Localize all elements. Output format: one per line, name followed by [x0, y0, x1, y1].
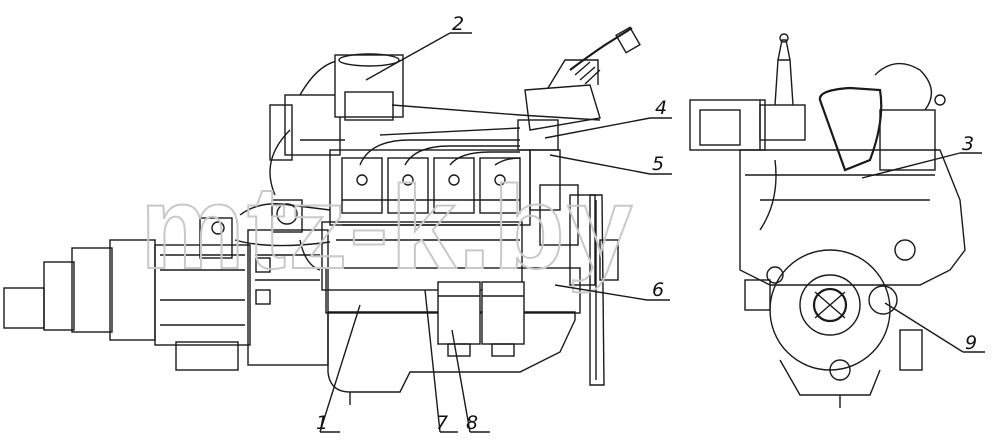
callout-7: 7: [436, 412, 448, 434]
callout-6: 6: [652, 279, 664, 301]
callout-5: 5: [652, 153, 664, 175]
intake-manifold: [269, 53, 601, 161]
turbocharger: [517, 26, 641, 151]
callout-8: 8: [466, 412, 478, 434]
fuel-filters: [437, 281, 525, 357]
callout-4: 4: [655, 97, 667, 119]
engine-side-view: [3, 26, 641, 405]
watermark-text: mtz-k.by: [140, 162, 635, 294]
engine-front-view: [689, 33, 966, 408]
callout-leaders: [319, 32, 985, 433]
callout-3: 3: [962, 133, 974, 155]
callout-9: 9: [965, 332, 977, 354]
engine-block: [321, 139, 581, 405]
front-accessories: [529, 149, 619, 386]
callout-1: 1: [316, 412, 328, 434]
callout-2: 2: [452, 13, 464, 35]
transmission: [3, 217, 251, 371]
callout-labels: 2 3 4 5 6 1 7 8 9: [316, 13, 977, 434]
